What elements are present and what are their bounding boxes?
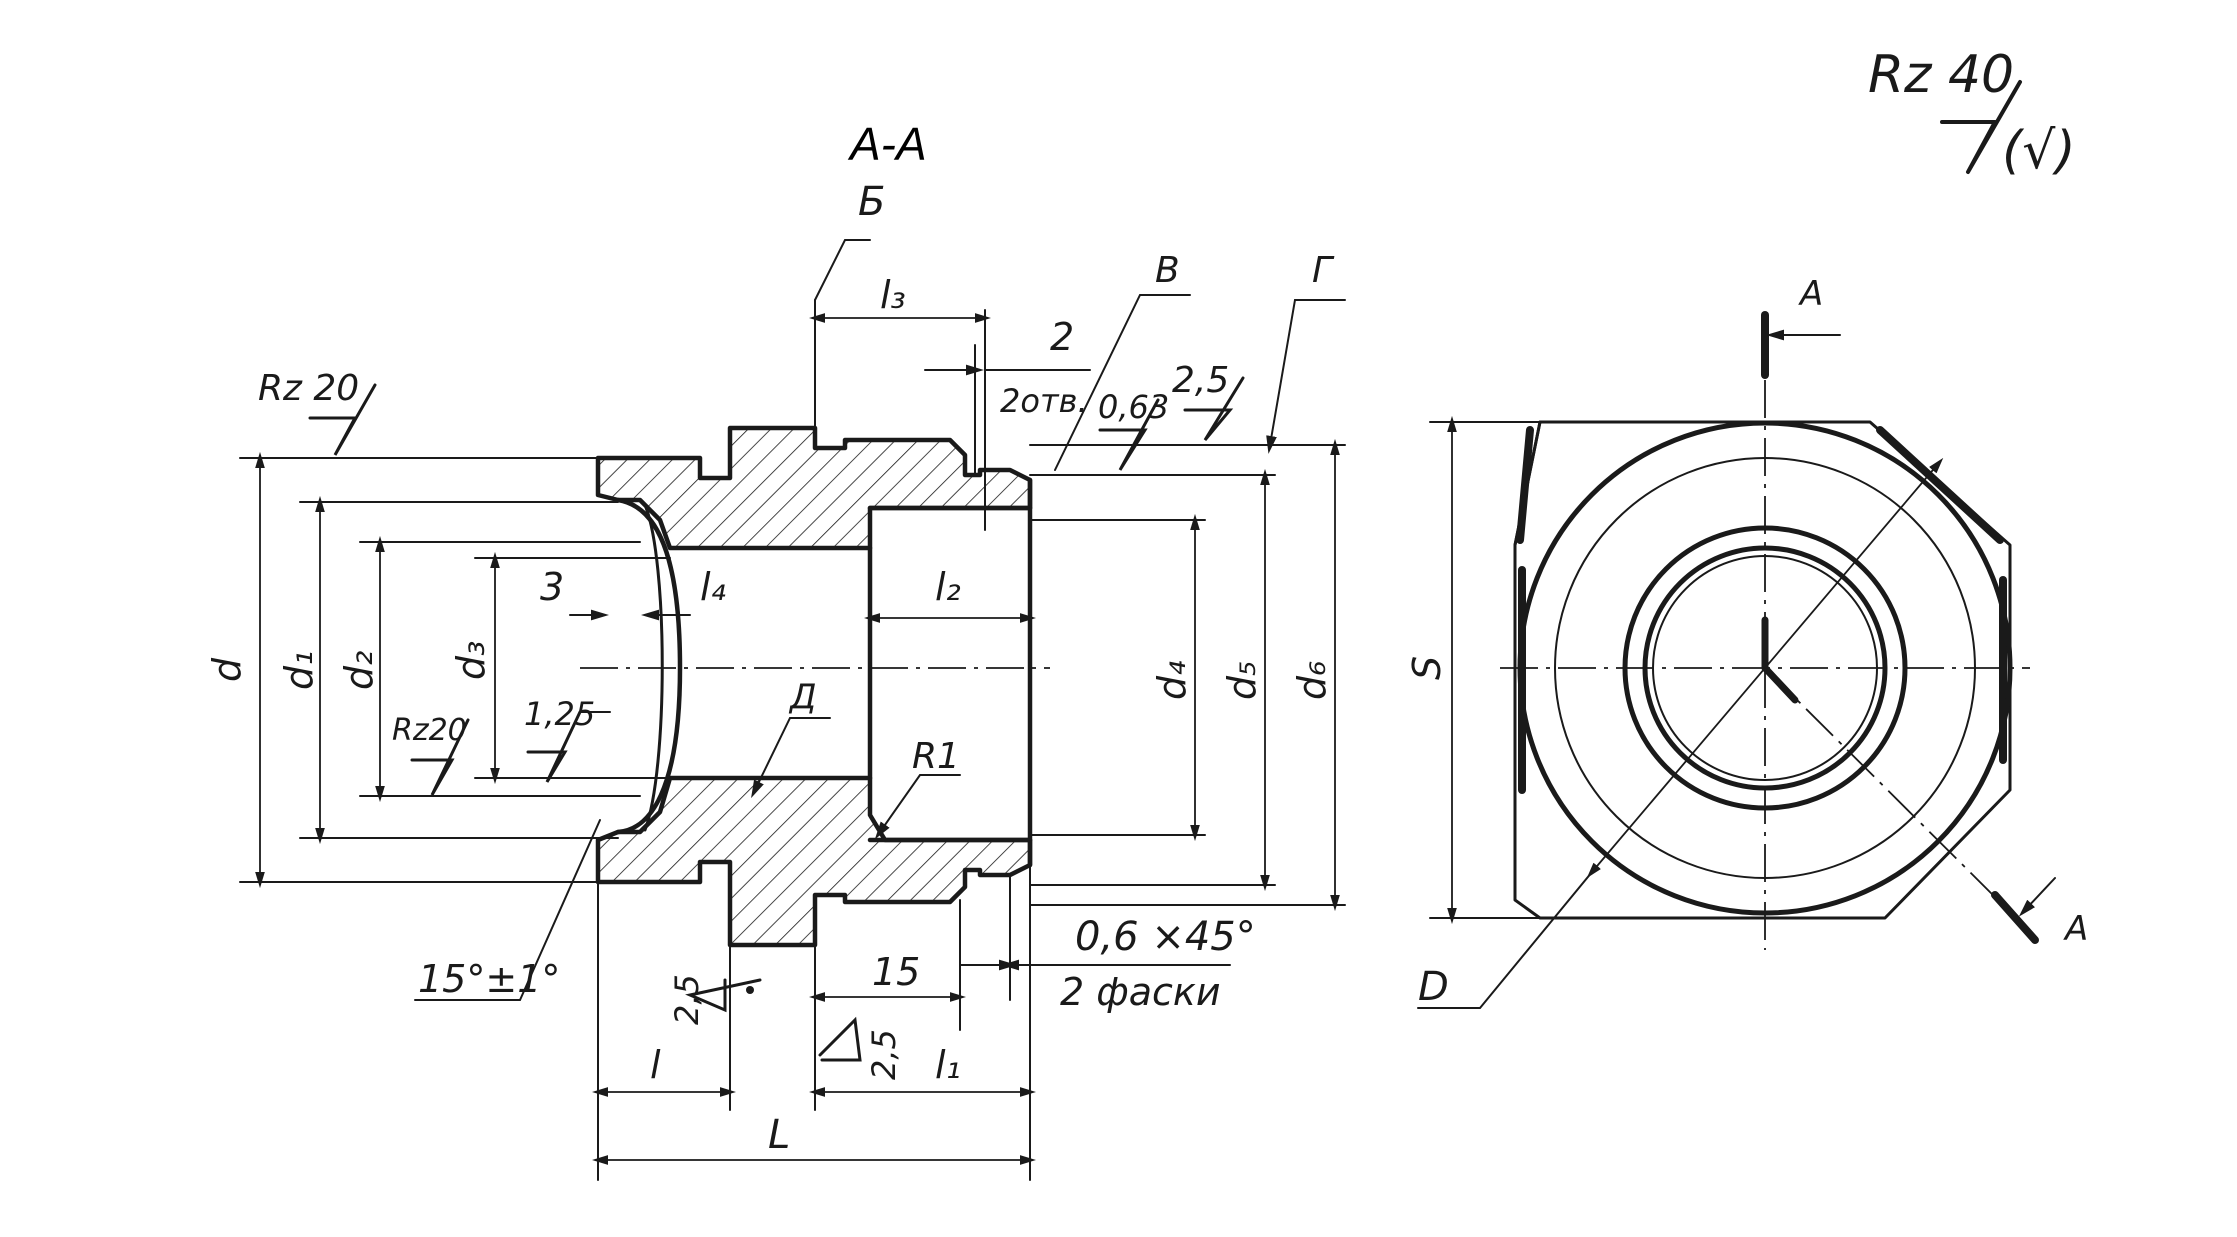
note-chamfer: 0,6 ×45° [1075,914,1256,960]
section-title: A-A [847,118,927,170]
upper-wall-hatch [595,425,1033,551]
dim-S: S [1405,656,1449,680]
section-body [595,425,1033,948]
label-d: Д [788,677,817,717]
dim-15: 15 [872,950,920,994]
dim-3: 3 [540,565,564,609]
dim-D: D [1418,964,1449,1010]
leader-d [751,717,831,799]
roughness-marks-bottom [685,978,862,1062]
general-roughness-symbol: (√) [2002,121,2076,181]
dim-l4: l₄ [700,565,726,609]
leader-g [1266,299,1346,454]
end-view [1500,380,2030,950]
dim-d: d [205,657,249,682]
general-roughness-mark: Rz 40 (√) [1868,45,2076,181]
roughness-rz20-inner: Rz20 [392,713,467,748]
roughness-25-bottom-left: 2,5 [668,974,706,1025]
inner-groove-ring [615,497,683,835]
dim-d2: d₂ [337,651,381,690]
leader-r1 [874,774,961,840]
dim-d1: d₁ [277,651,321,690]
roughness-rz20-top: Rz 20 [258,368,359,409]
leader-angle [414,819,601,1001]
roughness-marks-top [308,376,1245,471]
interior-dims [569,609,1037,623]
dim-d4: d₄ [1150,661,1194,700]
dim-l3: l₃ [880,273,906,317]
right-diameter-dims [1190,438,1340,912]
note-holes: 2отв. [1000,382,1088,420]
dim-s-lines [1429,415,1541,925]
left-diameter-dims [255,451,500,889]
dim-L: L [768,1112,790,1158]
dim-l: l [650,1043,661,1087]
roughness-marks-inner [410,710,611,796]
roughness-25-bottom: 2,5 [865,1029,903,1080]
note-chamfer-count: 2 фаски [1060,970,1221,1014]
label-g: Г [1312,250,1335,291]
lower-wall-hatch [595,775,1033,948]
roughness-063: 0,63 [1098,388,1169,426]
dim-d6: d₆ [1290,661,1334,700]
left-extension-lines [239,457,671,883]
label-v: В [1155,250,1180,291]
dim-2: 2 [1050,315,1074,359]
section-arrow-bottom-label: A [2063,909,2088,949]
dim-D-lines [1417,457,1944,1009]
label-b: Б [858,179,885,225]
bore-outline [867,505,1033,843]
bottom-dims [591,864,1231,1181]
section-arrow-top-label: A [1798,274,1823,314]
roughness-125: 1,25 [524,695,595,733]
general-roughness-value: Rz 40 [1868,45,2014,105]
dim-l2: l₂ [935,565,961,609]
leader-v [1054,294,1191,471]
right-extension-lines [1029,444,1346,906]
roughness-25-top: 2,5 [1172,360,1229,401]
note-radius: R1 [912,736,960,777]
top-dims [808,239,1091,531]
dim-d3: d₃ [449,641,493,680]
section-cut-marks [1761,311,2056,944]
dim-d5: d₅ [1220,661,1264,700]
dim-l1: l₁ [935,1043,961,1087]
note-angle: 15°±1° [418,957,560,1001]
